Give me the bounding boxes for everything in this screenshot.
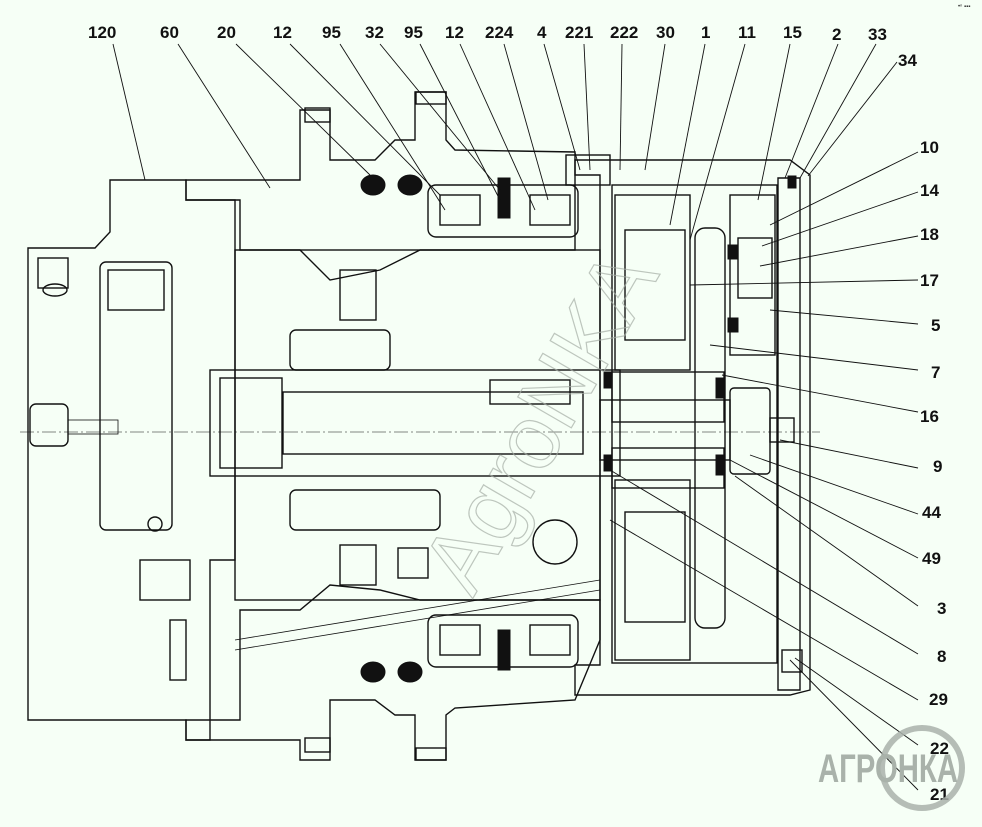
callout-label: 2	[832, 25, 841, 44]
callout-label: 11	[738, 23, 756, 42]
callout-label: 10	[920, 138, 939, 157]
callout-label: 33	[868, 25, 887, 44]
callout-label: 32	[365, 23, 384, 42]
right-callout-labels: 10 14 18 17 5 7 16 9 44 49 3 8 29 22 21	[920, 138, 949, 804]
main-bearings	[360, 174, 579, 683]
right-leader-lines	[609, 151, 919, 791]
callout-label: 4	[537, 23, 547, 42]
planetary-stage	[599, 194, 795, 661]
watermark-logo: АГРОНКА	[818, 725, 965, 811]
callout-label: 14	[920, 181, 939, 200]
callout-label: 20	[217, 23, 236, 42]
callout-label: 7	[931, 363, 940, 382]
callout-label: 5	[931, 316, 940, 335]
motor-end-cover	[27, 179, 236, 741]
callout-label: 34	[898, 51, 917, 70]
top-callout-labels: 120 60 20 12 95 32 95 12 224 4 221 222 3…	[88, 23, 917, 70]
end-cover	[777, 175, 803, 691]
callout-label: 222	[610, 23, 638, 42]
callout-label: 95	[404, 23, 423, 42]
callout-label: 22	[930, 739, 949, 758]
callout-label: 9	[933, 457, 942, 476]
callout-label: 15	[783, 23, 802, 42]
callout-label: 16	[920, 407, 939, 426]
watermark-logo-text: АГРОНКА	[818, 747, 958, 791]
callout-label: 60	[160, 23, 179, 42]
callout-label: 3	[937, 599, 946, 618]
callout-label: 18	[920, 225, 939, 244]
callout-label: 17	[920, 271, 939, 290]
callout-label: 120	[88, 23, 116, 42]
callout-label: 8	[937, 647, 946, 666]
callout-label: 49	[922, 549, 941, 568]
callout-label: 224	[485, 23, 514, 42]
callout-label: 12	[445, 23, 464, 42]
watermark-circle	[879, 725, 965, 811]
top-leader-lines	[112, 43, 898, 241]
callout-label: 29	[929, 690, 948, 709]
callout-label: 221	[565, 23, 593, 42]
callout-label: 12	[273, 23, 292, 42]
callout-label: 95	[322, 23, 341, 42]
callout-label: 30	[656, 23, 675, 42]
callout-label: 1	[701, 23, 710, 42]
corner-mark: •ⁿ ▪▪▪	[958, 3, 970, 10]
gearbox-housing	[565, 154, 811, 696]
callout-label: 44	[922, 503, 941, 522]
